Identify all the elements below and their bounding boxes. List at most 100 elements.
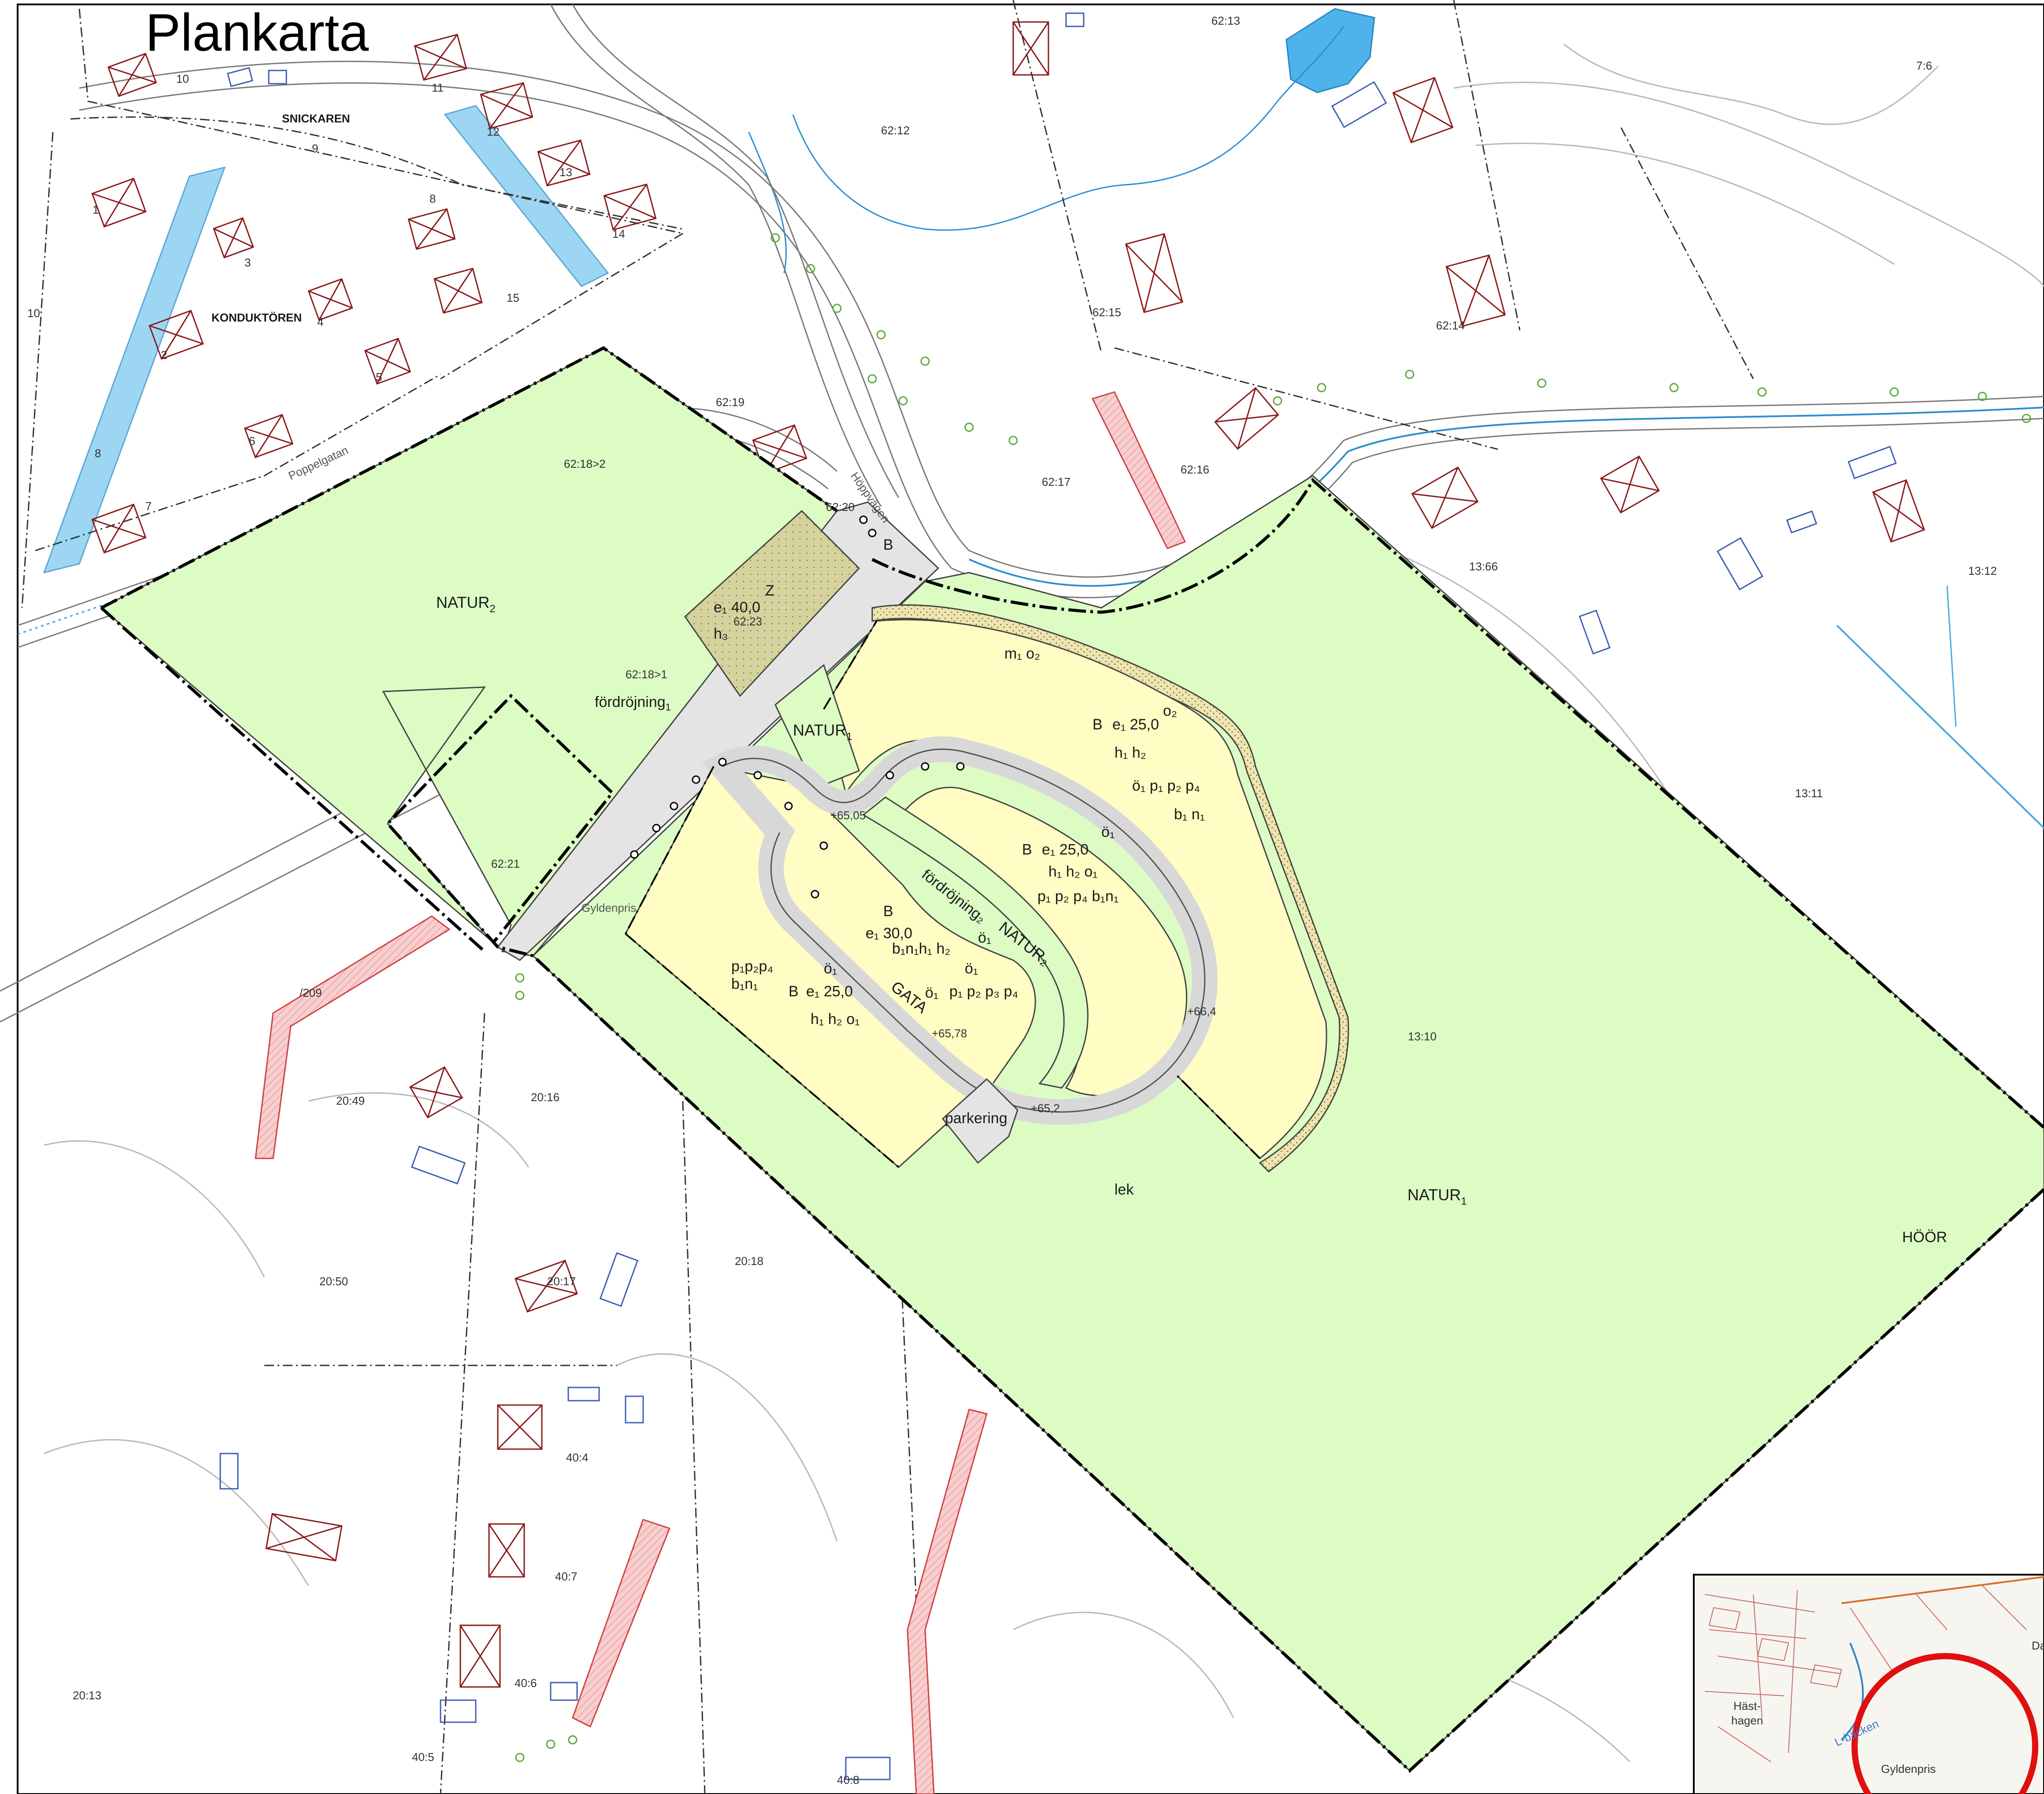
zone-boundary-inner (625, 620, 1261, 1168)
svg-text:14: 14 (612, 227, 625, 240)
svg-text:h₁ h₂ o₁: h₁ h₂ o₁ (1048, 863, 1098, 880)
svg-text:40:4: 40:4 (566, 1451, 589, 1464)
no-entry-markers (630, 515, 965, 899)
svg-text:40:8: 40:8 (837, 1773, 859, 1787)
svg-text:40:6: 40:6 (515, 1676, 537, 1690)
svg-text:13:66: 13:66 (1469, 560, 1498, 573)
svg-text:62:18>2: 62:18>2 (564, 457, 606, 470)
svg-text:hagen: hagen (1731, 1714, 1763, 1727)
street-label-gyldenpris: Gyldenpris (581, 901, 636, 914)
svg-text:p₁p₂p₄: p₁p₂p₄ (731, 958, 773, 975)
svg-text:10: 10 (27, 307, 40, 320)
svg-text:10: 10 (176, 72, 189, 85)
svg-text:B: B (1022, 841, 1032, 858)
svg-text:20:17: 20:17 (547, 1275, 576, 1288)
svg-text:e₁ 30,0: e₁ 30,0 (866, 925, 912, 942)
svg-text:13:11: 13:11 (1795, 787, 1823, 800)
overview-inset-map: Häst- hagen Gyldenpris Da L-bäcken (1693, 1574, 2044, 1794)
svg-text:Da: Da (2032, 1639, 2044, 1652)
svg-text:h₁ h₂: h₁ h₂ (1115, 744, 1146, 761)
svg-text:h₁ h₂ o₁: h₁ h₂ o₁ (811, 1011, 860, 1028)
svg-text:2: 2 (161, 348, 167, 362)
svg-text:62:15: 62:15 (1092, 306, 1121, 319)
height-labels: +65,05 +65,78 +66,4 +65,2 (830, 809, 1216, 1115)
svg-text:B: B (883, 536, 893, 553)
svg-text:13: 13 (559, 166, 572, 179)
svg-text:62:18>1: 62:18>1 (626, 668, 667, 681)
svg-text:8: 8 (95, 447, 101, 460)
svg-text:40:7: 40:7 (555, 1570, 578, 1583)
trees (515, 233, 2031, 1762)
svg-text:/209: /209 (300, 986, 322, 999)
svg-text:NATUR1: NATUR1 (1407, 1186, 1467, 1207)
svg-text:lek: lek (1115, 1181, 1134, 1198)
svg-text:3: 3 (244, 256, 251, 269)
svg-text:NATUR2: NATUR2 (436, 593, 496, 615)
plan-boundary (100, 346, 2044, 1773)
svg-text:15: 15 (507, 291, 519, 304)
svg-text:B: B (883, 903, 893, 920)
svg-text:9: 9 (312, 142, 318, 155)
svg-text:b₁n₁h₁ h₂: b₁n₁h₁ h₂ (892, 940, 951, 957)
block-label-konduktoren: KONDUKTÖREN (211, 311, 302, 324)
svg-text:20:16: 20:16 (531, 1091, 559, 1104)
svg-text:40:5: 40:5 (412, 1750, 434, 1764)
servitut-areas (255, 391, 1186, 1794)
svg-text:ö₁: ö₁ (1101, 824, 1115, 840)
svg-text:62:19: 62:19 (716, 396, 744, 409)
svg-text:+66,4: +66,4 (1187, 1005, 1216, 1018)
svg-text:e₁ 25,0: e₁ 25,0 (806, 983, 853, 1000)
map-frame (17, 4, 2044, 1794)
svg-text:o₂: o₂ (1163, 703, 1177, 719)
svg-text:+65,05: +65,05 (830, 809, 866, 822)
svg-text:20:49: 20:49 (336, 1094, 365, 1107)
svg-text:B: B (1092, 716, 1103, 733)
svg-text:NATUR1: NATUR1 (793, 721, 852, 743)
svg-text:62:20: 62:20 (826, 500, 855, 514)
svg-text:8: 8 (430, 192, 436, 205)
svg-text:b₁n₁: b₁n₁ (731, 976, 758, 992)
z-technical-area (684, 510, 860, 697)
svg-text:20:18: 20:18 (735, 1254, 763, 1268)
svg-text:e₁ 40,0: e₁ 40,0 (714, 599, 760, 616)
parkering-area (941, 1078, 1018, 1164)
svg-text:ö₁: ö₁ (925, 984, 938, 1001)
svg-text:p₁ p₂ p₃ p₄: p₁ p₂ p₃ p₄ (949, 983, 1018, 1000)
svg-text:+65,78: +65,78 (932, 1027, 967, 1040)
svg-text:4: 4 (317, 315, 323, 329)
svg-text:20:50: 20:50 (319, 1275, 348, 1288)
svg-text:1: 1 (93, 203, 99, 216)
svg-text:ö₁: ö₁ (965, 960, 978, 977)
svg-text:p₁ p₂ p₄ b₁n₁: p₁ p₂ p₄ b₁n₁ (1037, 888, 1118, 905)
water-features (43, 8, 2044, 829)
outbuildings (219, 12, 1897, 1780)
svg-text:e₁ 25,0: e₁ 25,0 (1112, 716, 1159, 733)
map-title: Plankarta (145, 3, 369, 62)
svg-text:62:13: 62:13 (1211, 14, 1240, 27)
svg-text:+65,2: +65,2 (1031, 1102, 1060, 1115)
svg-text:Häst-: Häst- (1733, 1699, 1761, 1713)
svg-text:62:12: 62:12 (881, 124, 910, 137)
svg-text:6: 6 (249, 434, 255, 448)
svg-text:62:23: 62:23 (733, 615, 762, 628)
svg-text:fördröjning1: fördröjning1 (595, 694, 671, 713)
natur1-small-area (774, 664, 860, 789)
svg-text:b₁ n₁: b₁ n₁ (1174, 806, 1205, 823)
svg-text:7: 7 (145, 499, 152, 513)
svg-text:20:13: 20:13 (73, 1689, 101, 1702)
svg-text:13:12: 13:12 (1968, 564, 1997, 577)
svg-text:11: 11 (432, 81, 444, 94)
svg-text:ö₁ p₁ p₂ p₄: ö₁ p₁ p₂ p₄ (1132, 777, 1200, 794)
svg-text:62:17: 62:17 (1042, 475, 1070, 488)
svg-text:Z: Z (765, 582, 774, 599)
svg-text:12: 12 (487, 125, 500, 138)
svg-text:62:16: 62:16 (1181, 463, 1209, 476)
plan-location-circle (1851, 1653, 2038, 1794)
svg-text:B: B (789, 983, 799, 1000)
svg-text:62:14: 62:14 (1436, 319, 1465, 332)
svg-text:13:10: 13:10 (1408, 1030, 1437, 1043)
svg-text:m₁ o₂: m₁ o₂ (1004, 645, 1040, 662)
svg-text:Gyldenpris: Gyldenpris (1881, 1762, 1936, 1776)
svg-text:ö₁: ö₁ (824, 960, 837, 977)
